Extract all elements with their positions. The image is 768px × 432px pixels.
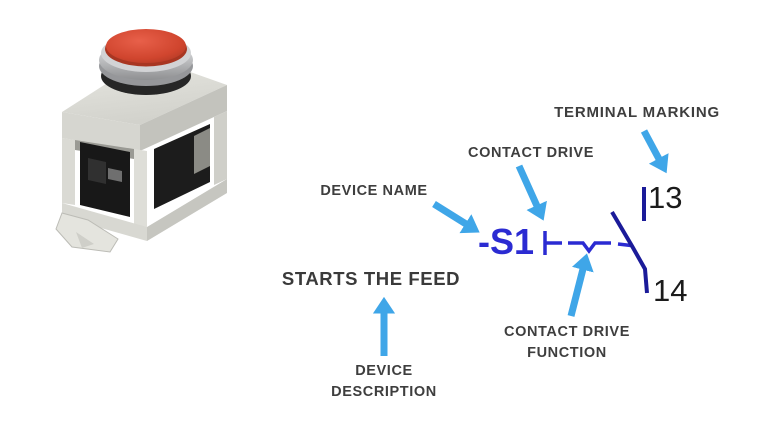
housing-right-face xyxy=(140,85,227,151)
device-description-label-line2: DESCRIPTION xyxy=(331,383,437,400)
device-description-label-line1: DEVICE xyxy=(355,363,413,379)
switch-symbol xyxy=(543,187,649,294)
device-description-value: STARTS THE FEED xyxy=(281,268,461,289)
device-name-label: DEVICE NAME xyxy=(320,183,428,199)
button-red-cap xyxy=(106,29,186,63)
frame-right-post xyxy=(214,111,227,185)
contact-drive-label: CONTACT DRIVE xyxy=(468,145,594,161)
mechanical-link xyxy=(568,241,632,254)
din-rail-foot xyxy=(55,212,119,253)
contact-drive-function-label: CONTACT DRIVE FUNCTION xyxy=(504,322,630,363)
terminal-number-top: 13 xyxy=(648,180,683,215)
device-name-arrow xyxy=(432,201,480,234)
device-description-label: DEVICE DESCRIPTION xyxy=(331,361,437,402)
inner-wall xyxy=(194,128,210,174)
contact-drive-function-label-line2: FUNCTION xyxy=(527,344,607,361)
contact-drive-function-arrow xyxy=(567,253,594,317)
frame-left-post xyxy=(62,138,75,205)
contact-clip xyxy=(108,168,122,182)
base-rail-left xyxy=(62,203,147,241)
base-rail-right xyxy=(147,179,227,241)
contact-drive-arrow xyxy=(515,164,547,221)
din-foot-hook xyxy=(76,232,94,248)
terminal-marking-arrow xyxy=(640,129,669,174)
push-button-photo xyxy=(55,29,227,253)
actuator-plate xyxy=(543,231,562,255)
frame-front-post xyxy=(134,149,147,227)
contact-drive-function-label-line1: CONTACT DRIVE xyxy=(504,324,630,340)
device-designator: -S1 xyxy=(478,221,535,262)
terminal-number-bottom: 14 xyxy=(653,273,688,308)
terminal-marking-label: TERMINAL MARKING xyxy=(554,104,720,121)
contact-block-detail xyxy=(88,158,106,184)
moving-contact xyxy=(610,210,649,294)
